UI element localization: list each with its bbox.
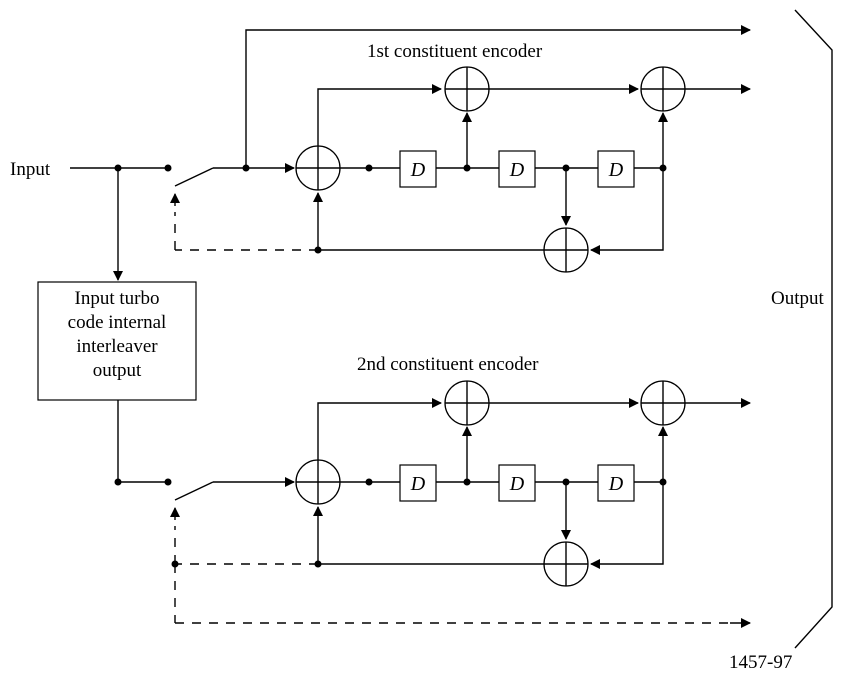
encoder-1: 1st constituent encoder D D D	[170, 25, 751, 273]
switch1-contact-top	[164, 164, 172, 172]
switch2-contact-top	[164, 478, 172, 486]
encoder2-title: 2nd constituent encoder	[357, 354, 539, 375]
encoder1-title: 1st constituent encoder	[367, 41, 543, 62]
delay-1b	[498, 150, 536, 188]
output-label: Output	[771, 288, 825, 309]
interleaver-text-line1: Input turbo	[75, 288, 160, 309]
switch1-blade	[174, 167, 214, 187]
delay-1c-label: D	[608, 159, 624, 181]
interleaver-text-line2: code internal	[68, 312, 167, 333]
delay-1a-label: D	[410, 159, 426, 181]
figure-id-label: 1457-97	[729, 652, 792, 673]
delay-2a	[399, 464, 437, 502]
switch2-blade	[174, 481, 214, 501]
interleaver-box	[37, 281, 197, 401]
delay-1a	[399, 150, 437, 188]
output-bracket	[794, 9, 833, 649]
delay-1c	[597, 150, 635, 188]
input-label: Input	[10, 159, 51, 180]
delay-2b-label: D	[509, 473, 525, 495]
delay-2b	[498, 464, 536, 502]
interleaver-text-line3: interleaver	[76, 336, 158, 357]
delay-2c-label: D	[608, 473, 624, 495]
delay-2a-label: D	[410, 473, 426, 495]
adder-to-parity-xor-line	[317, 84, 442, 146]
delay-2c	[597, 464, 635, 502]
systematic-output-line	[245, 25, 751, 168]
interleaver-to-switch2-line	[117, 400, 168, 483]
interleaver-text-line4: output	[93, 360, 142, 381]
delay-1b-label: D	[509, 159, 525, 181]
encoder-2: 2nd constituent encoder D D D	[170, 354, 751, 628]
